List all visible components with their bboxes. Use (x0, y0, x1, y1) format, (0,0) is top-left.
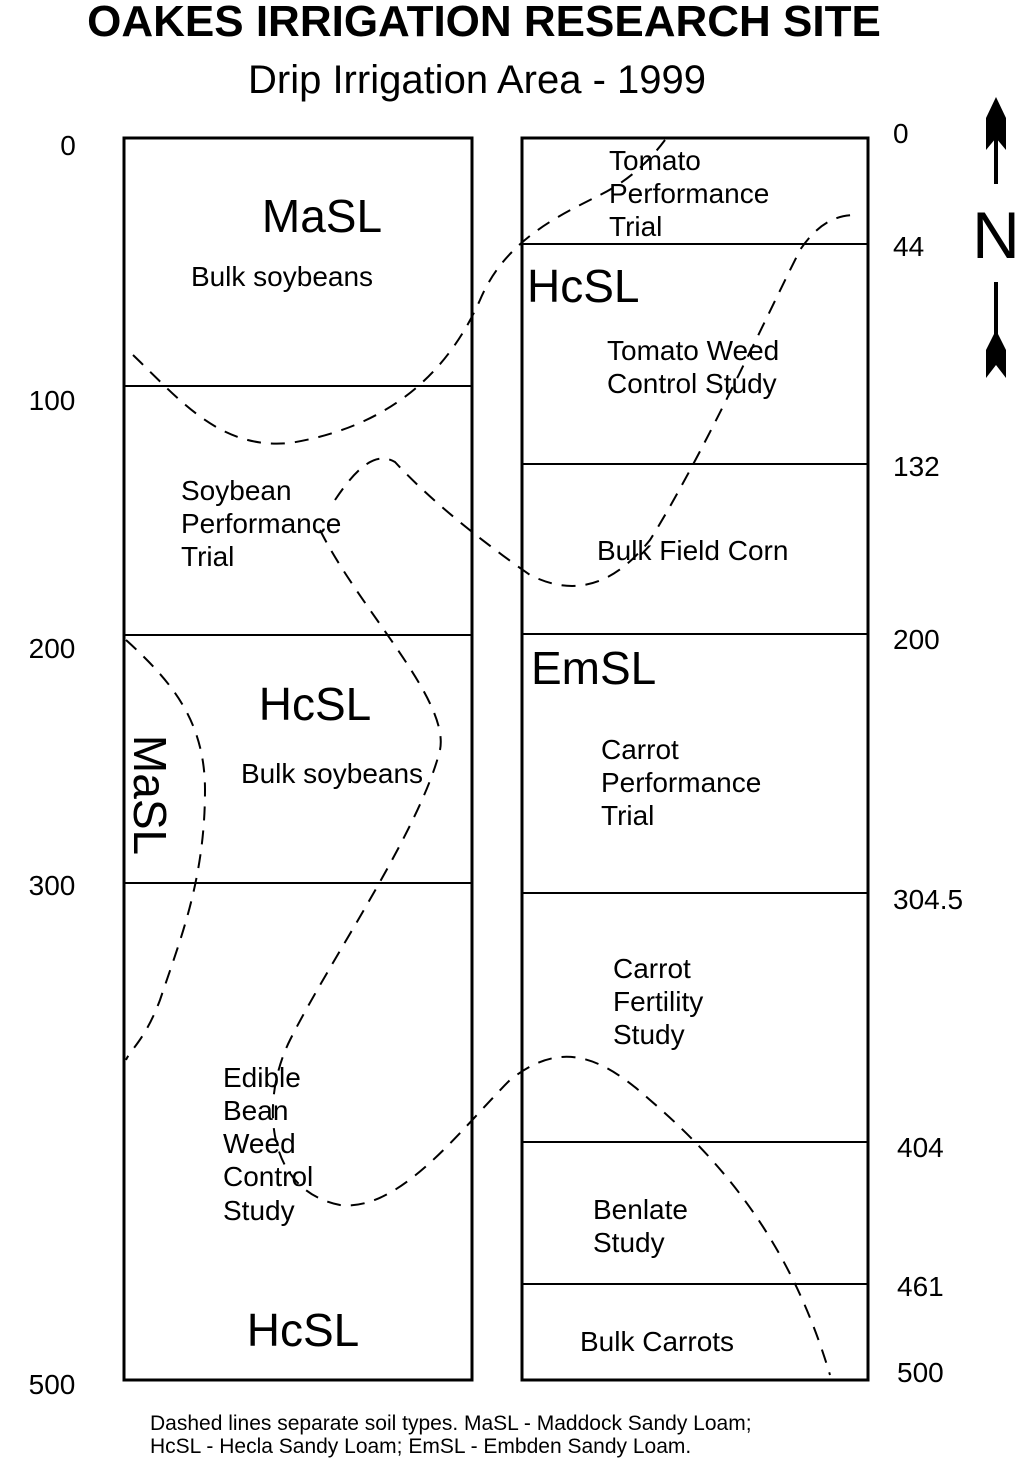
plot-label: Trial (609, 211, 662, 242)
footnote-line: Dashed lines separate soil types. MaSL -… (150, 1412, 752, 1435)
plot-label: Performance (601, 767, 761, 798)
plot-label: Control (223, 1161, 313, 1192)
soil-label: MaSL (262, 190, 382, 242)
plot-label: Performance (609, 178, 769, 209)
plot-label: Edible (223, 1062, 301, 1093)
soil-boundary (271, 529, 831, 1376)
left-tick: 500 (29, 1369, 76, 1400)
plot-label: Study (223, 1195, 295, 1226)
soil-boundary (132, 139, 666, 445)
left-scale: 0 100 200 300 500 (29, 130, 76, 1400)
soil-label: HcSL (259, 678, 371, 730)
soil-label: MaSL (124, 735, 176, 855)
right-tick: 404 (897, 1132, 944, 1163)
page-subtitle: Drip Irrigation Area - 1999 (248, 58, 706, 102)
plot-label: Trial (601, 800, 654, 831)
plot-label: Soybean (181, 475, 292, 506)
right-tick: 461 (897, 1271, 944, 1302)
left-tick: 300 (29, 870, 76, 901)
plot-label: Control Study (607, 368, 777, 399)
plot-label: Carrot (601, 734, 679, 765)
soil-label: HcSL (247, 1304, 359, 1356)
left-tick: 0 (60, 130, 76, 161)
right-tick: 132 (893, 451, 940, 482)
right-tick: 0 (893, 118, 909, 149)
right-scale: 0 44 132 200 304.5 404 461 500 (893, 118, 963, 1388)
plot-label: Study (593, 1227, 665, 1258)
plot-label: Performance (181, 508, 341, 539)
left-tick: 100 (29, 385, 76, 416)
plot-label: Bulk soybeans (241, 758, 423, 789)
north-arrow-icon: N (972, 97, 1019, 378)
soil-label: HcSL (527, 260, 639, 312)
plot-label: Tomato Weed (607, 335, 779, 366)
soil-boundary (334, 214, 856, 587)
plot-label: Tomato (609, 145, 701, 176)
plot-label: Benlate (593, 1194, 688, 1225)
right-tick: 304.5 (893, 884, 963, 915)
plot-label: Bulk soybeans (191, 261, 373, 292)
left-tick: 200 (29, 633, 76, 664)
page-title: OAKES IRRIGATION RESEARCH SITE (87, 0, 881, 46)
plot-label: Study (613, 1019, 685, 1050)
plot-label: Trial (181, 541, 234, 572)
plot-label: Bulk Carrots (580, 1326, 734, 1357)
plot-label: Bean (223, 1095, 288, 1126)
right-tick: 500 (897, 1357, 944, 1388)
plot-label: Carrot (613, 953, 691, 984)
plot-label: Bulk Field Corn (597, 535, 788, 566)
right-field-column (520, 136, 870, 1382)
footnote-line: HcSL - Hecla Sandy Loam; EmSL - Embden S… (150, 1435, 691, 1458)
soil-boundary (125, 639, 207, 1061)
left-field-column (122, 136, 474, 1382)
plot-label: Fertility (613, 986, 703, 1017)
plot-label: Weed (223, 1128, 296, 1159)
right-tick: 44 (893, 231, 924, 262)
north-label: N (972, 198, 1019, 272)
right-tick: 200 (893, 624, 940, 655)
soil-label: EmSL (531, 642, 656, 694)
